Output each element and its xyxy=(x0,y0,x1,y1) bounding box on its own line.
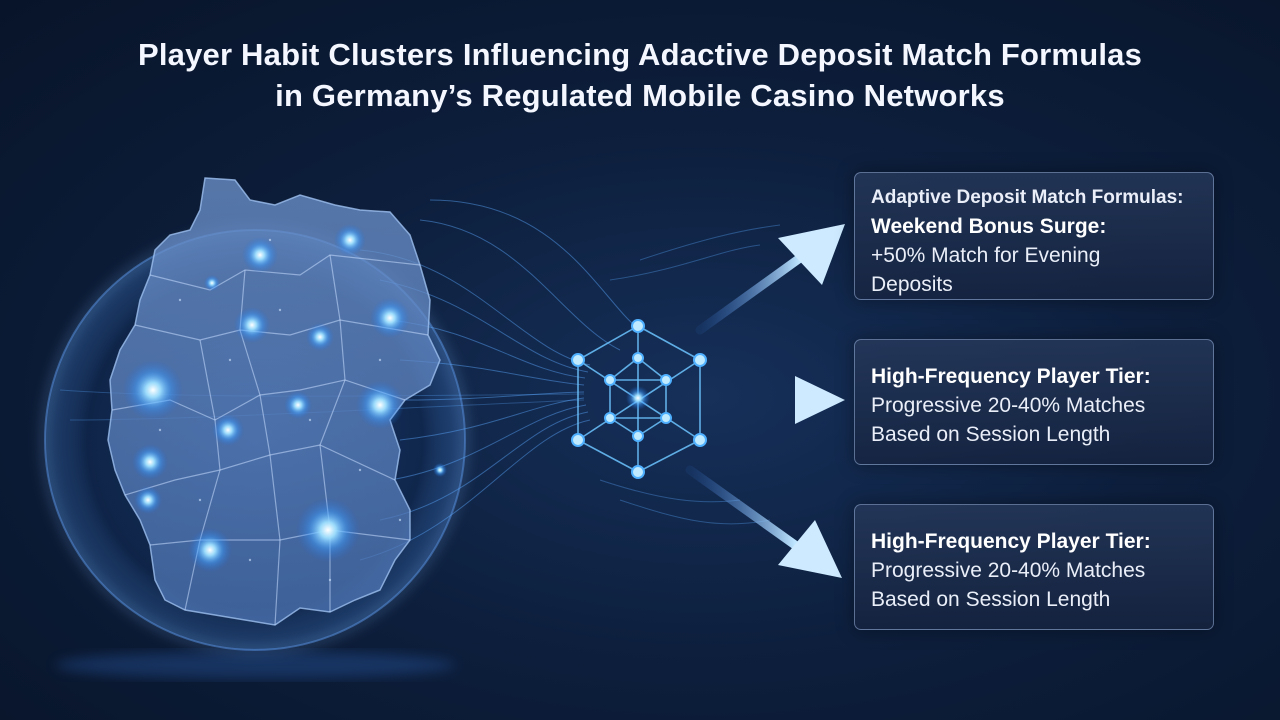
card-heading: Weekend Bonus Surge: xyxy=(871,215,1107,238)
arrow-right-icon xyxy=(685,465,842,578)
card-heading: High-Frequency Player Tier: xyxy=(871,365,1151,388)
cluster-node xyxy=(356,381,404,429)
cluster-node xyxy=(296,498,360,562)
card-body-line-2: Based on Session Length xyxy=(871,588,1111,611)
neural-network-hub-icon xyxy=(571,319,707,479)
cluster-node xyxy=(242,237,278,273)
formula-card-weekend: Adaptive Deposit Match Formulas: Weekend… xyxy=(854,172,1214,300)
page-title: Player Habit Clusters Influencing Adacti… xyxy=(0,34,1280,116)
germany-map-icon xyxy=(107,177,441,626)
cluster-node xyxy=(188,528,232,572)
formula-card-high-frequency: High-Frequency Player Tier: Progressive … xyxy=(854,339,1214,465)
card-body-line-2: Deposits xyxy=(871,273,953,296)
cluster-node xyxy=(370,298,410,338)
cluster-node xyxy=(284,391,312,419)
arrow-right-icon xyxy=(695,224,845,335)
cluster-node xyxy=(234,307,270,343)
card-body-line-2: Based on Session Length xyxy=(871,423,1111,446)
card-body-line-1: Progressive 20-40% Matches xyxy=(871,559,1146,582)
cluster-node xyxy=(132,444,168,480)
card-heading: High-Frequency Player Tier: xyxy=(871,530,1151,553)
formula-card-high-frequency-2: High-Frequency Player Tier: Progressive … xyxy=(854,504,1214,630)
title-line-1: Player Habit Clusters Influencing Adacti… xyxy=(137,37,1143,72)
cluster-node xyxy=(334,224,366,256)
cluster-node xyxy=(212,414,244,446)
card-pre-heading: Adaptive Deposit Match Formulas: xyxy=(871,187,1184,208)
cluster-node xyxy=(433,463,447,477)
card-body-line-1: Progressive 20-40% Matches xyxy=(871,394,1146,417)
cluster-node xyxy=(306,323,334,351)
arrow-right-icon xyxy=(703,376,845,424)
cluster-node xyxy=(123,360,183,420)
card-body-line-1: +50% Match for Evening xyxy=(871,244,1101,267)
player-cluster-nodes xyxy=(123,224,447,572)
cluster-node xyxy=(134,486,162,514)
cluster-node xyxy=(204,275,220,291)
title-line-2: in Germany’s Regulated Mobile Casino Net… xyxy=(275,78,1005,113)
